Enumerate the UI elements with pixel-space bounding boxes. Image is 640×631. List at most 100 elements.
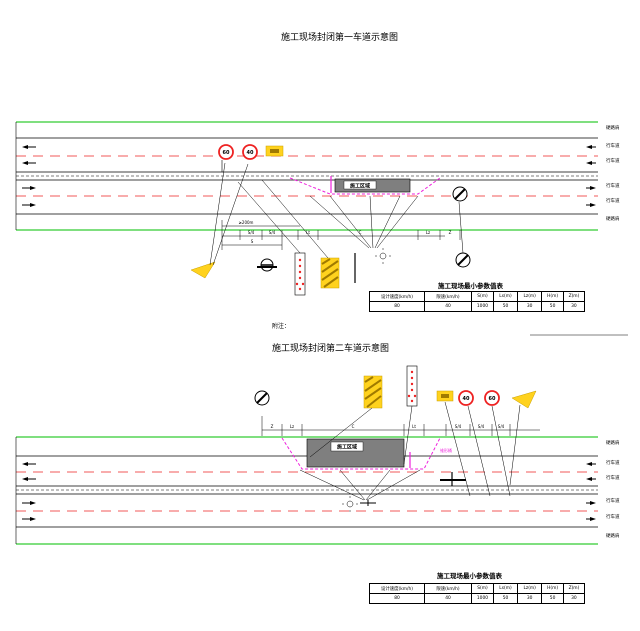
table-row: 80 40 1000 50 30 50 30: [369, 593, 586, 604]
arrow-right-icon: [22, 501, 36, 505]
table-cell: 50: [492, 301, 519, 312]
table-cell: 50: [541, 593, 564, 604]
table-cell: 1000: [471, 593, 494, 604]
d1-lane-label: 行车道: [606, 159, 620, 164]
dim-200m: ≥200m: [239, 220, 254, 225]
dim-lz: Lz: [290, 424, 294, 429]
diagram1-work-zone: 施工区域: [289, 176, 441, 195]
table-header: 限速(km/h): [424, 291, 472, 302]
table-row: 80 40 1000 50 30 50 30: [369, 301, 586, 312]
diagram2-leaders: [299, 401, 521, 501]
diagram1-dimensions: [221, 220, 461, 250]
d2-lane-label: 硬路肩: [606, 441, 620, 446]
diagram2-speed-40: 40: [463, 396, 470, 402]
table-cell: 30: [517, 593, 543, 604]
warning-light-icon: [342, 496, 358, 512]
table-cell: 50: [541, 301, 564, 312]
dim-s4b: S/4: [478, 424, 485, 429]
diagram1-dimension-labels: ≥200m S/4 S/4 S Lt C Lz Z: [239, 220, 452, 244]
dim-z: Z: [271, 424, 274, 429]
arrow-right-icon: [22, 186, 36, 190]
speed-limit-sign-40-icon: [242, 144, 258, 160]
table-header: S(m): [471, 583, 494, 594]
speed-limit-sign-60-icon: [484, 390, 500, 406]
warning-triangle-sign-icon: [190, 261, 216, 279]
arrow-left-icon: [586, 477, 596, 481]
diagram2-dimensions: [261, 416, 540, 436]
arrow-right-icon: [586, 517, 596, 521]
dim-s4b: S/4: [269, 230, 276, 235]
d2-lane-label: 行车道: [606, 499, 620, 504]
diagram2-arrows: [22, 462, 596, 521]
diagram1-road: [15, 121, 598, 231]
diagram2-title: 施工现场封闭第二车道示意图: [272, 344, 390, 354]
arrow-right-icon: [586, 501, 596, 505]
arrow-right-icon: [22, 203, 36, 207]
diagram2-pink-label: 锥形桶: [440, 447, 452, 453]
speed-limit-sign-60-icon: [218, 144, 234, 160]
dim-c: C: [352, 424, 355, 429]
d2-lane-label: 行车道: [606, 515, 620, 520]
arrow-right-icon: [586, 186, 596, 190]
table-cell: 1000: [471, 301, 494, 312]
speed-limit-sign-40-icon: [458, 390, 474, 406]
arrow-left-icon: [586, 161, 596, 165]
table-header: 设计速度(km/h): [369, 291, 425, 302]
arrow-left-icon: [586, 462, 596, 466]
table-row: 设计速度(km/h) 限速(km/h) S(m) Ls(m) Lz(m) H(m…: [369, 583, 586, 594]
arrow-right-icon: [22, 517, 36, 521]
d2-lane-label: 行车道: [606, 461, 620, 466]
warning-triangle-sign-icon: [511, 390, 537, 409]
dim-s4c: S/4: [498, 424, 505, 429]
arrow-left-icon: [22, 161, 36, 165]
diagram2-work-zone: 施工区域 锥形桶: [281, 437, 452, 470]
dim-c: C: [359, 230, 362, 235]
d1-lane-label: 行车道: [606, 184, 620, 189]
diagram1-note: 附注：: [272, 323, 291, 330]
table-header: 限速(km/h): [424, 583, 472, 594]
table-cell: 30: [562, 301, 586, 312]
diagram1-arrows: [22, 145, 596, 207]
table-header: Ls(m): [492, 583, 519, 594]
table-header: Lz(m): [517, 291, 543, 302]
t-barrier-icon: [440, 479, 466, 481]
arrow-left-icon: [22, 462, 36, 466]
diagram2-speed-60: 60: [489, 396, 496, 402]
diagram1-work-label: 施工区域: [349, 183, 370, 190]
dim-s4a: S/4: [248, 230, 255, 235]
table-cell: 50: [492, 593, 519, 604]
table-header: Z(m): [562, 583, 586, 594]
table-header: 设计速度(km/h): [369, 583, 425, 594]
table2: 设计速度(km/h) 限速(km/h) S(m) Ls(m) Lz(m) H(m…: [369, 583, 586, 604]
diagram2-signs: 40 60: [254, 365, 537, 512]
table-header: Ls(m): [492, 291, 519, 302]
table-cell: 30: [517, 301, 543, 312]
table-header: H(m): [541, 291, 564, 302]
dim-s4a: S/4: [455, 424, 462, 429]
arrow-right-icon: [586, 203, 596, 207]
d2-lane-label: 硬路肩: [606, 534, 620, 539]
table1-caption: 施工现场最小参数值表: [438, 282, 503, 290]
diagram1-speed-40: 40: [247, 150, 254, 156]
table1: 设计速度(km/h) 限速(km/h) S(m) Ls(m) Lz(m) H(m…: [369, 291, 586, 312]
d1-lane-label: 硬路肩: [606, 217, 620, 222]
d1-lane-label: 硬路肩: [606, 126, 620, 131]
table-header: Lz(m): [517, 583, 543, 594]
table-cell: 80: [369, 301, 425, 312]
arrow-left-icon: [586, 145, 596, 149]
diagram1-leaders: [209, 162, 464, 266]
t-barrier-icon: [257, 266, 277, 268]
dim-lt: Lt: [306, 230, 310, 235]
diagram2-dimension-labels: Z Lz C Lt S/4 S/4 S/4: [271, 424, 505, 429]
dim-lz: Lz: [426, 230, 430, 235]
table2-caption: 施工现场最小参数值表: [437, 572, 502, 580]
diagram1-speed-60: 60: [223, 150, 230, 156]
arrow-left-icon: [22, 477, 36, 481]
d1-lane-label: 行车道: [606, 144, 620, 149]
arrow-left-icon: [22, 145, 36, 149]
table-header: Z(m): [562, 291, 586, 302]
dim-s: S: [251, 239, 254, 244]
table-header: H(m): [541, 583, 564, 594]
warning-light-icon: [375, 248, 391, 264]
